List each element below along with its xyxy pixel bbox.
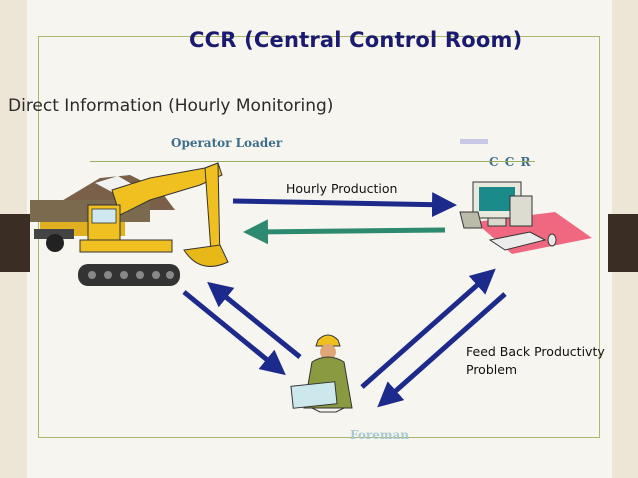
foreman-to-operator-arrow [207, 281, 302, 359]
foreman-label: Foreman [350, 428, 410, 442]
foreman-to-ccr-arrow [360, 268, 496, 389]
return-arrow-to-operator [243, 219, 446, 245]
left-side-tab [0, 214, 30, 272]
operator-to-foreman-arrow [182, 290, 286, 376]
hourly-production-label: Hourly Production [286, 181, 398, 196]
right-side-tab [608, 214, 638, 272]
header-divider-line [90, 161, 535, 162]
operator-loader-label: Operator Loader [171, 136, 283, 150]
feedback-label-line2: Problem [466, 362, 518, 377]
excavator-and-dump-truck-icon [30, 162, 229, 286]
hourly-production-arrow [232, 192, 457, 218]
ccr-to-foreman-arrow [377, 292, 507, 408]
foreman-worker-icon [290, 334, 353, 413]
slide-title: CCR (Central Control Room) [189, 28, 523, 52]
feedback-label: Feed Back Productivty Problem [466, 343, 606, 379]
ccr-header-bar [460, 139, 488, 144]
slide-subtitle: Direct Information (Hourly Monitoring) [8, 96, 334, 116]
computer-workstation-icon [459, 181, 592, 254]
ccr-label: C C R [489, 155, 532, 169]
feedback-label-line1: Feed Back Productivty [466, 344, 605, 359]
